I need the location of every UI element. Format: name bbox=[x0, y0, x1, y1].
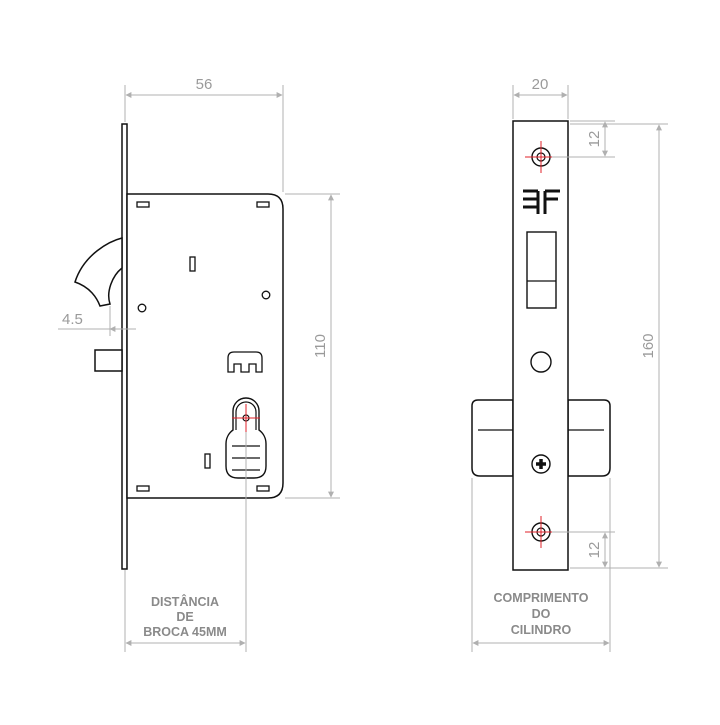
dim-cylinder-length bbox=[471, 478, 611, 652]
center-screw-slot bbox=[536, 459, 546, 469]
center-screw bbox=[531, 454, 551, 474]
slot-upper bbox=[189, 256, 196, 272]
screw-hole-top-crosshair bbox=[525, 141, 557, 173]
follower-mechanism bbox=[227, 351, 263, 373]
dim-offset-label: 4.5 bbox=[62, 311, 83, 328]
hook-window bbox=[526, 231, 557, 309]
faceplate-front bbox=[512, 120, 569, 571]
cylinder-housing-right bbox=[567, 399, 611, 477]
dim-20 bbox=[512, 85, 569, 119]
dim-4-5 bbox=[58, 306, 136, 336]
dim-width-label: 56 bbox=[196, 76, 213, 93]
screw-hole-bottom-crosshair bbox=[525, 516, 557, 548]
latch-bolt bbox=[94, 349, 123, 372]
caption-right-line-1: COMPRIMENTO bbox=[494, 591, 589, 605]
caption-left-line-1: DISTÂNCIA bbox=[151, 594, 219, 609]
slot-bottom-left bbox=[136, 485, 150, 492]
brand-mark-icon bbox=[523, 189, 560, 214]
dim-bottom-hole-label: 12 bbox=[586, 542, 603, 559]
caption-left-line-3: BROCA 45MM bbox=[143, 625, 227, 639]
dim-12-top bbox=[552, 120, 615, 158]
slot-top-left bbox=[136, 201, 150, 208]
dim-backset bbox=[124, 432, 247, 652]
slot-bottom-right bbox=[256, 485, 270, 492]
dim-front-width-label: 20 bbox=[532, 76, 549, 93]
dim-top-hole-label: 12 bbox=[586, 131, 603, 148]
hook-bolt bbox=[74, 237, 123, 307]
rivet-left bbox=[137, 303, 147, 313]
caption-right-line-3: CILINDRO bbox=[511, 623, 572, 637]
slot-top-right bbox=[256, 201, 270, 208]
front-view: 20 12 160 12 COMPRIMENTO DO bbox=[471, 76, 668, 652]
cylinder-crosshair bbox=[232, 404, 260, 432]
dim-12-bottom bbox=[552, 531, 615, 569]
slot-lower bbox=[204, 453, 211, 469]
dim-total-height-label: 160 bbox=[640, 333, 657, 358]
caption-right-line-2: DO bbox=[532, 607, 551, 621]
dim-height-label: 110 bbox=[312, 334, 329, 358]
dim-110 bbox=[285, 193, 340, 499]
rivet-right bbox=[261, 290, 271, 300]
dim-56 bbox=[124, 85, 284, 192]
latch-round bbox=[530, 351, 552, 373]
caption-left-line-2: DE bbox=[176, 610, 193, 624]
side-view: 56 110 4.5 DISTÂNCIA DE BROCA 45MM bbox=[58, 76, 340, 652]
cylinder-housing-left bbox=[471, 399, 514, 477]
